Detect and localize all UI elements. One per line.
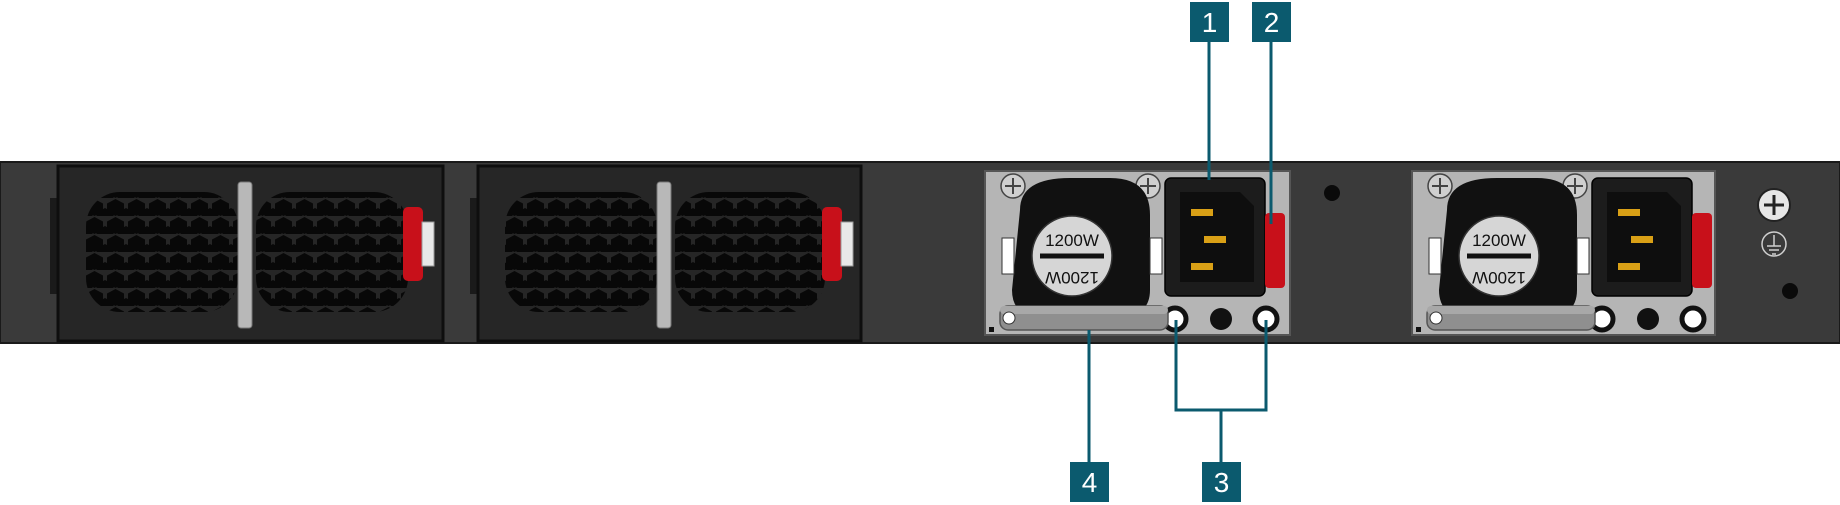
ground-icon <box>1761 231 1787 257</box>
psu-latch[interactable] <box>1265 213 1285 288</box>
psu-fan-icon: 1200W 1200W <box>1428 178 1590 318</box>
mounting-hole <box>1782 283 1798 299</box>
psu-status-led <box>1637 308 1659 330</box>
ground-screw-icon <box>1757 188 1791 222</box>
fan-grill-icon <box>505 192 825 312</box>
screw-icon <box>1000 173 1026 199</box>
ac-inlet-icon[interactable] <box>1591 177 1693 297</box>
svg-text:4: 4 <box>1082 467 1098 498</box>
psu-rating-label: 1200W <box>1045 231 1099 250</box>
svg-text:3: 3 <box>1214 467 1230 498</box>
psu-rating-label-inverted: 1200W <box>1472 268 1526 287</box>
callout-leaders <box>1087 42 1273 462</box>
power-supply-1[interactable]: 1200W 1200W <box>984 170 1291 336</box>
svg-text:1: 1 <box>1202 7 1218 38</box>
fan-grill-icon <box>86 192 408 312</box>
callout-4: 4 <box>1070 462 1109 502</box>
ac-inlet-icon[interactable] <box>1164 177 1266 297</box>
fan-tray-2[interactable] <box>470 164 863 343</box>
psu-status-led <box>1210 308 1232 330</box>
psu-fan-icon: 1200W 1200W <box>1001 178 1163 318</box>
psu-status-led <box>1679 305 1707 333</box>
callout-3: 3 <box>1202 462 1241 502</box>
psu-rating-label: 1200W <box>1472 231 1526 250</box>
callout-2: 2 <box>1252 2 1291 42</box>
psu-latch[interactable] <box>1692 213 1712 288</box>
screw-icon <box>1427 173 1453 199</box>
psu-handle[interactable] <box>999 305 1169 331</box>
psu-handle[interactable] <box>1426 305 1596 331</box>
power-supply-2[interactable]: 1200W 1200W <box>1411 170 1716 336</box>
psu-rating-label-inverted: 1200W <box>1045 268 1099 287</box>
mounting-hole <box>1324 185 1340 201</box>
svg-text:2: 2 <box>1264 7 1280 38</box>
fan-tray-latch[interactable] <box>403 207 423 281</box>
fan-tray-handle[interactable] <box>656 181 672 329</box>
fan-tray-latch[interactable] <box>822 207 842 281</box>
fan-tray-handle[interactable] <box>237 181 253 329</box>
fan-tray-1[interactable] <box>50 164 445 343</box>
callout-1: 1 <box>1190 2 1229 42</box>
